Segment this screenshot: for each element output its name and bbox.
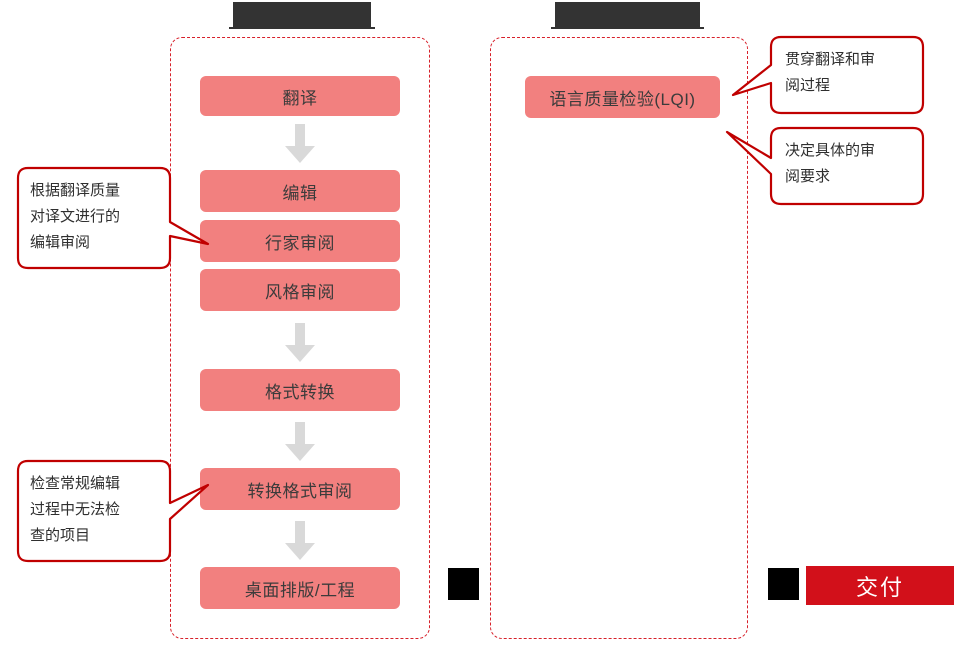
arrow-format-to-review bbox=[283, 422, 317, 462]
step-label: 转换格式审阅 bbox=[247, 481, 353, 501]
title-right-underline bbox=[551, 27, 704, 29]
redaction-title-right bbox=[555, 2, 700, 28]
translation-phase-container bbox=[170, 37, 430, 639]
arrow-review-to-dtp bbox=[283, 521, 317, 561]
callout-edit-review[interactable]: 根据翻译质量 对译文进行的 编辑审阅 bbox=[8, 166, 218, 271]
step-label: 语言质量检验(LQI) bbox=[549, 89, 696, 109]
delivery-label: 交付 bbox=[855, 574, 904, 600]
quality-phase-container bbox=[490, 37, 748, 639]
step-box-translate[interactable]: 翻译 bbox=[200, 76, 400, 116]
step-label: 行家审阅 bbox=[265, 233, 335, 253]
arrow-translate-to-edit bbox=[283, 124, 317, 164]
callout-text: 根据翻译质量 对译文进行的 编辑审阅 bbox=[30, 182, 121, 251]
redaction-square-right bbox=[768, 568, 799, 600]
callout-lqi-spans-process[interactable]: 贯穿翻译和审 阅过程 bbox=[715, 33, 955, 118]
step-box-converted-format-review[interactable]: 转换格式审阅 bbox=[200, 468, 400, 510]
step-box-dtp-engineering[interactable]: 桌面排版/工程 bbox=[200, 567, 400, 609]
step-label: 风格审阅 bbox=[265, 282, 335, 302]
step-box-edit[interactable]: 编辑 bbox=[200, 170, 400, 212]
step-label: 桌面排版/工程 bbox=[244, 580, 356, 600]
step-box-style-review[interactable]: 风格审阅 bbox=[200, 269, 400, 311]
title-left-underline bbox=[229, 27, 375, 29]
arrow-style-to-format bbox=[283, 323, 317, 363]
step-label: 格式转换 bbox=[265, 382, 335, 402]
callout-text: 决定具体的审 阅要求 bbox=[785, 142, 876, 185]
step-label: 编辑 bbox=[282, 183, 318, 203]
step-box-expert-review[interactable]: 行家审阅 bbox=[200, 220, 400, 262]
callout-text: 检查常规编辑 过程中无法检 查的项目 bbox=[30, 475, 121, 544]
step-label: 翻译 bbox=[282, 88, 318, 108]
redaction-title-left bbox=[233, 2, 371, 28]
callout-lqi-defines-requirements[interactable]: 决定具体的审 阅要求 bbox=[715, 124, 955, 209]
callout-text: 贯穿翻译和审 阅过程 bbox=[785, 51, 876, 94]
callout-converted-format-check[interactable]: 检查常规编辑 过程中无法检 查的项目 bbox=[8, 459, 218, 564]
step-box-lqi[interactable]: 语言质量检验(LQI) bbox=[525, 76, 720, 118]
redaction-square-mid bbox=[448, 568, 479, 600]
delivery-box[interactable]: 交付 bbox=[806, 566, 954, 605]
step-box-format-conversion[interactable]: 格式转换 bbox=[200, 369, 400, 411]
